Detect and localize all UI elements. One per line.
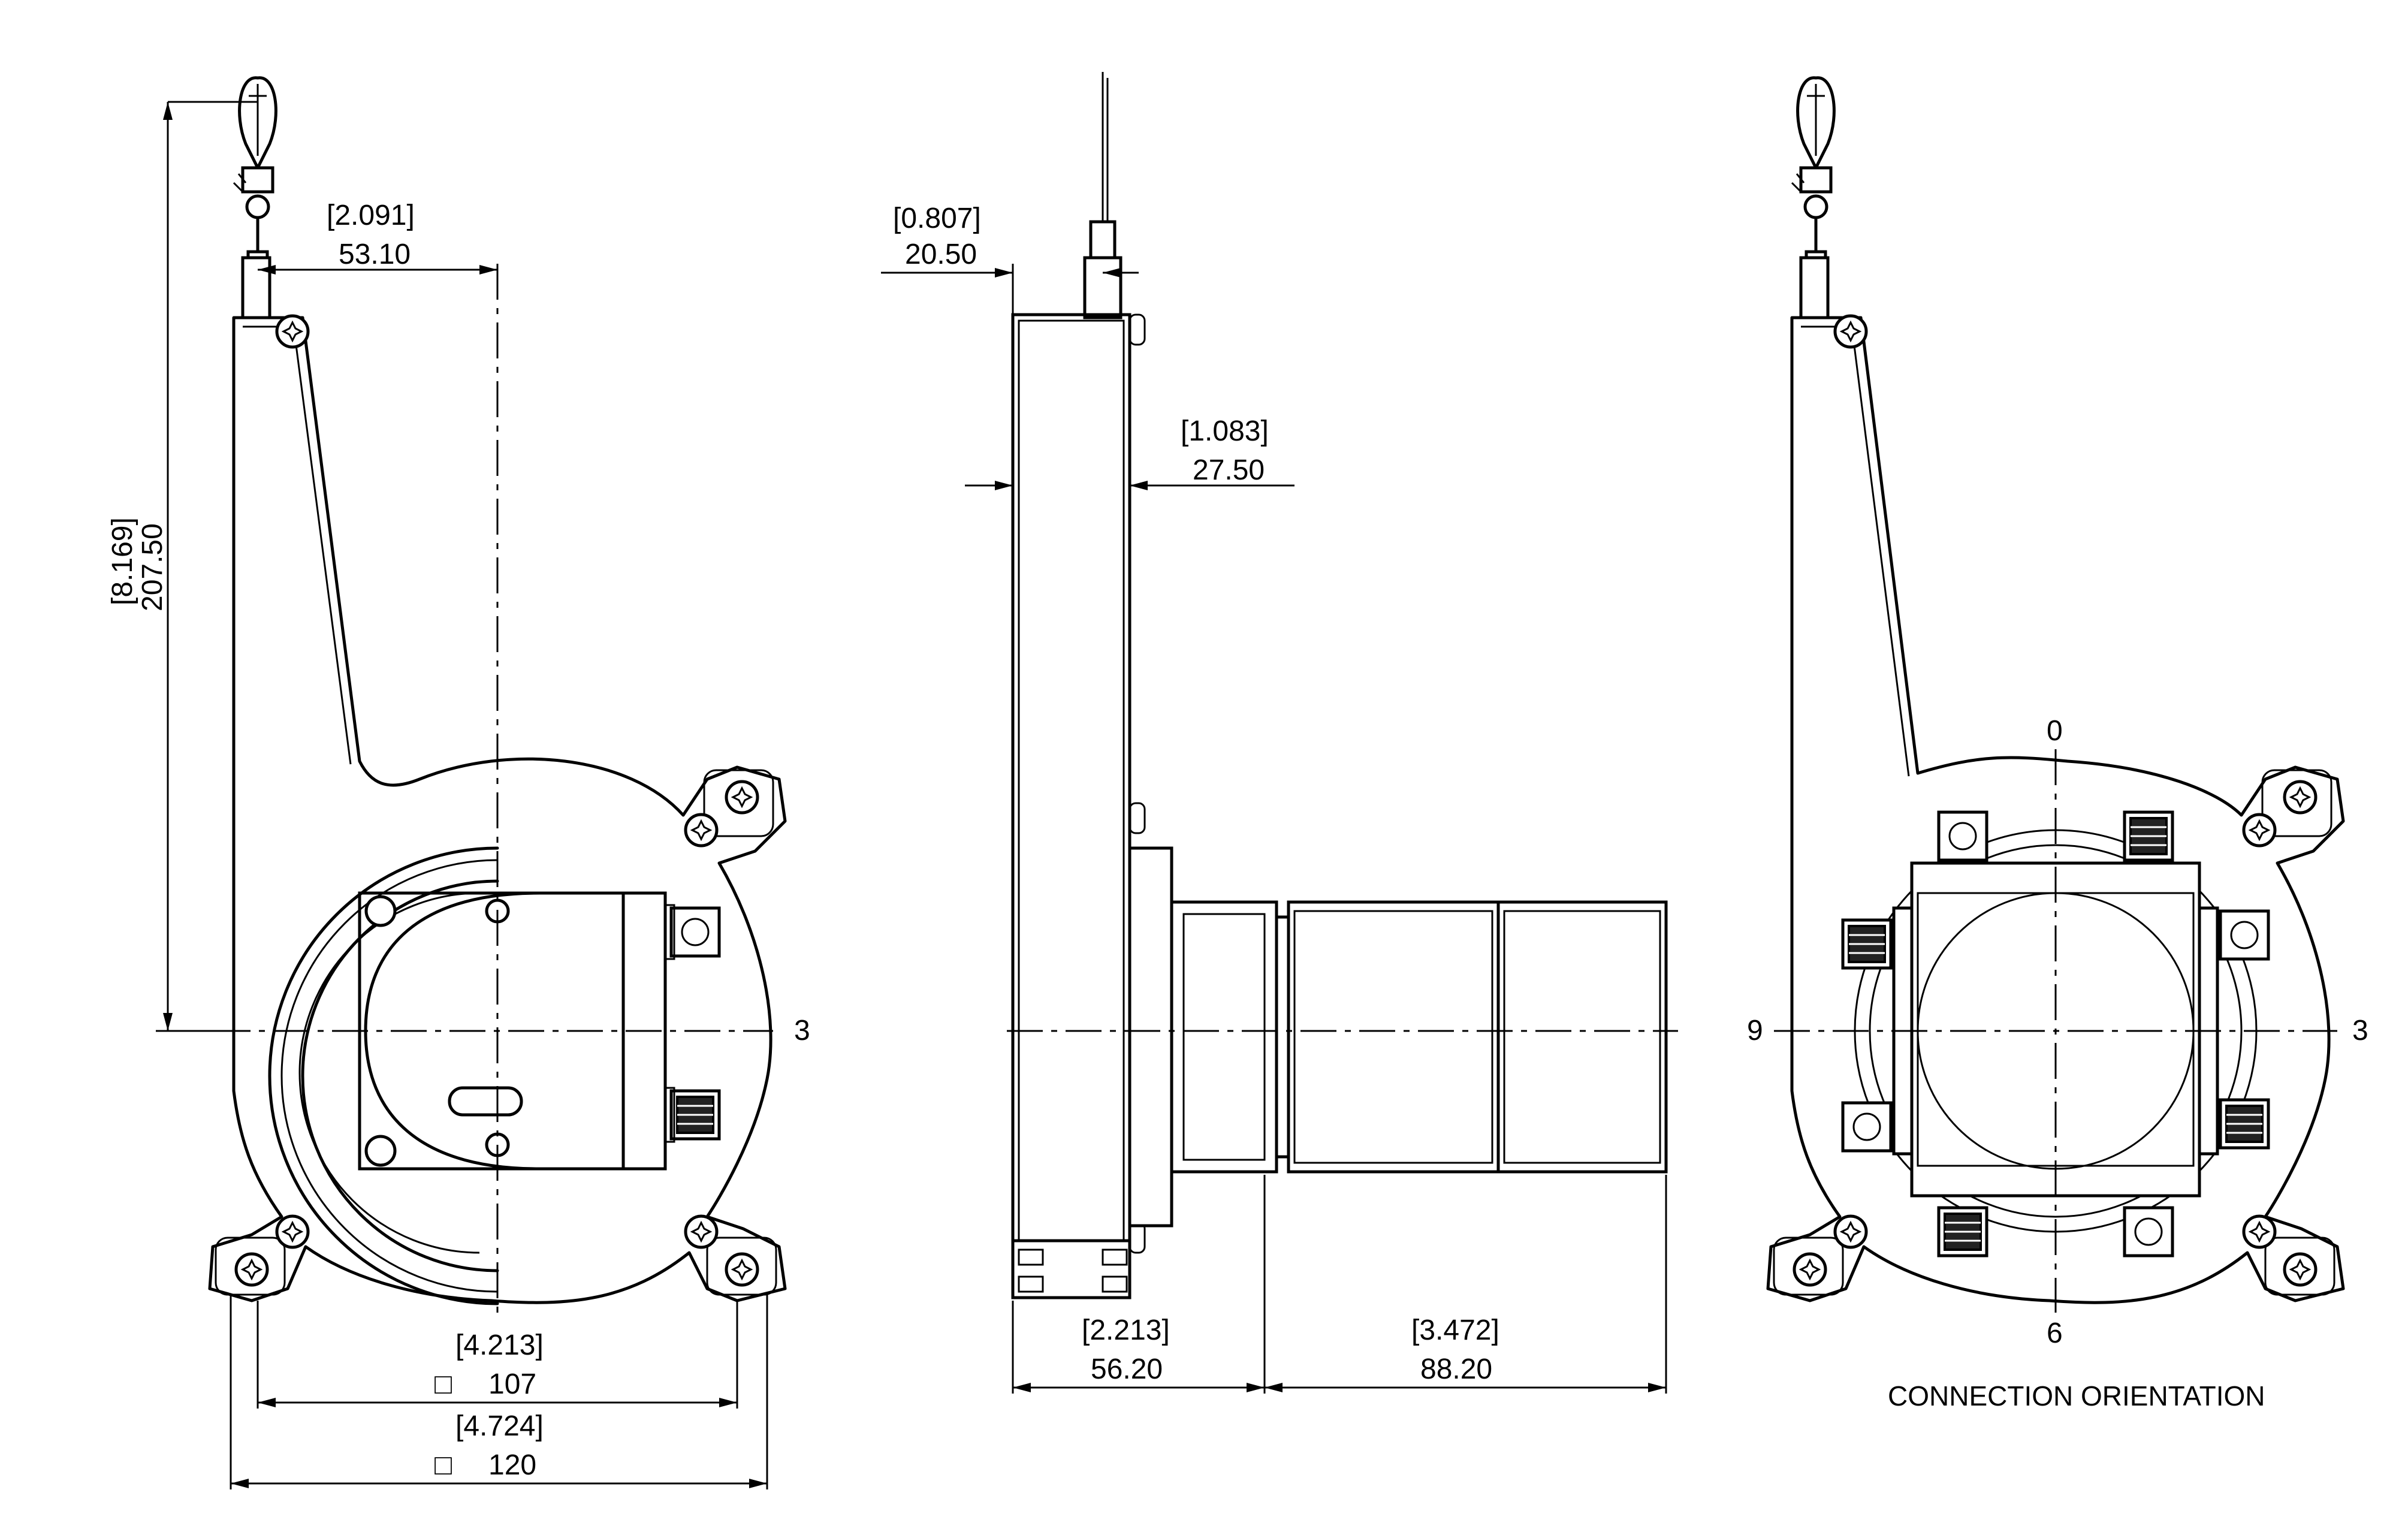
- connection-orientation-title: CONNECTION ORIENTATION: [1888, 1380, 2265, 1412]
- orientation-0: 0: [2047, 715, 2063, 747]
- encoder-length-mm-label: 88.20: [1420, 1353, 1492, 1385]
- body-depth-mm-label: 27.50: [1193, 454, 1265, 486]
- front-dimensions: [2.091] 53.10 [8.169] 207.50 [4.213] □ 1…: [107, 101, 768, 1489]
- front-orientation-3: 3: [794, 1015, 810, 1047]
- rear-view: 0 3 6 9 CONNECTION ORIENTATION: [1747, 78, 2368, 1412]
- housing-depth-inch-label: [2.213]: [1082, 1314, 1170, 1346]
- width-inch-label: [2.091]: [327, 200, 415, 231]
- side-view: [1007, 72, 1678, 1299]
- flange-inner-inch-label: [4.213]: [455, 1329, 544, 1361]
- cable-offset-inch-label: [0.807]: [893, 203, 981, 234]
- encoder-length-inch-label: [3.472]: [1411, 1314, 1499, 1346]
- flange-outer-inch-label: [4.724]: [455, 1410, 544, 1442]
- flange-inner-mm-label: 107: [488, 1368, 536, 1400]
- width-mm-label: 53.10: [339, 239, 411, 270]
- flange-outer-mm-label: 120: [488, 1449, 536, 1481]
- cable-offset-mm-label: 20.50: [905, 239, 977, 270]
- orientation-3: 3: [2352, 1015, 2368, 1047]
- height-inch-label: [8.169]: [107, 517, 138, 605]
- orientation-9: 9: [1747, 1015, 1763, 1047]
- housing-depth-mm-label: 56.20: [1091, 1353, 1163, 1385]
- front-view: 3: [156, 78, 810, 1319]
- body-depth-inch-label: [1.083]: [1181, 415, 1269, 447]
- orientation-6: 6: [2047, 1317, 2063, 1349]
- flange-outer-square: □: [434, 1449, 452, 1481]
- height-mm-label: 207.50: [137, 523, 168, 611]
- flange-inner-square: □: [434, 1368, 452, 1400]
- side-dimensions: [0.807] 20.50 [1.083] 27.50 [2.213] 56.2…: [881, 203, 1667, 1394]
